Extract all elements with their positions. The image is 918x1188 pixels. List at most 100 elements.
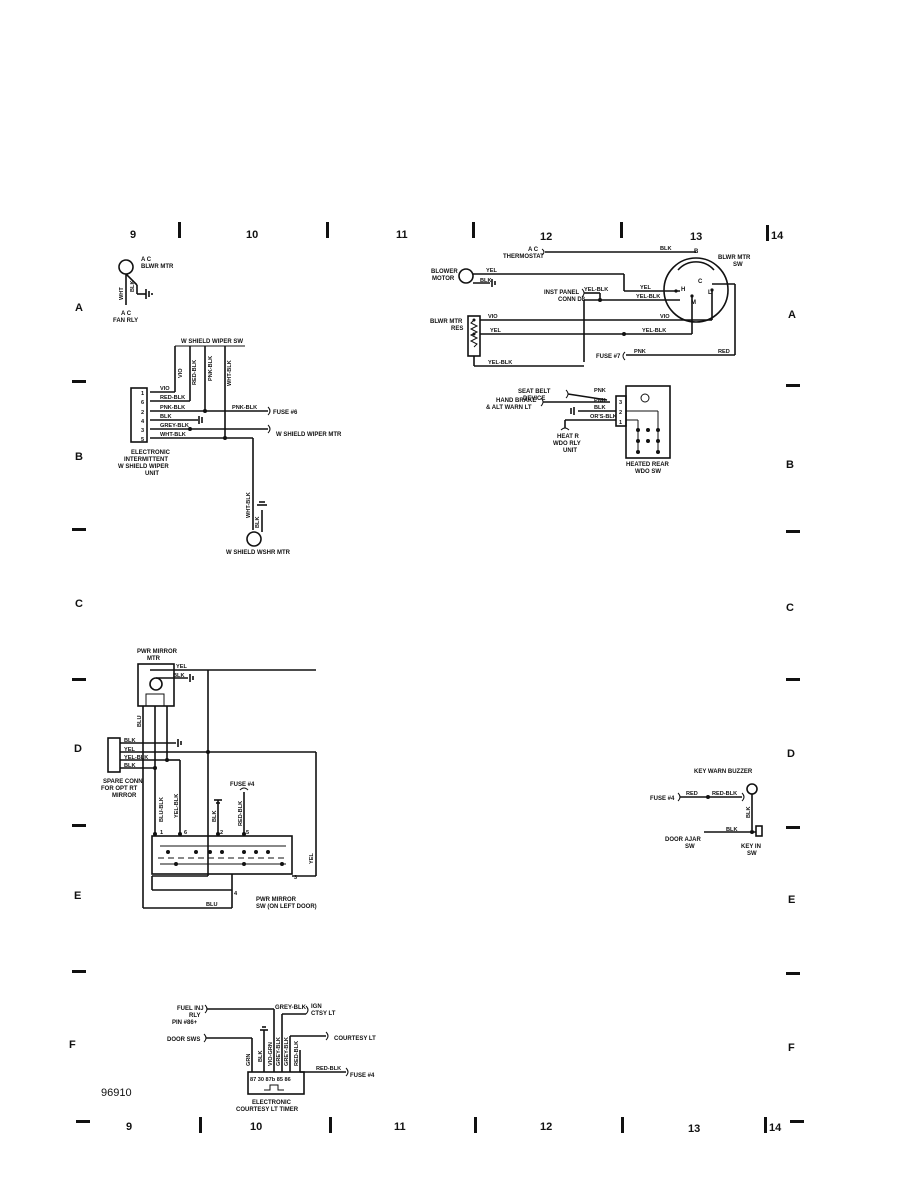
grid-col-12-bottom: 12 — [540, 1121, 552, 1133]
ground-icon — [570, 407, 575, 415]
spare-conn-label-2: FOR OPT RT — [101, 786, 138, 792]
wire-pnk-blk-wiper: PNK-BLK — [208, 356, 214, 381]
mirror-pin-2: 2 — [220, 830, 223, 836]
heated-pin-1: 1 — [619, 420, 622, 426]
grid-row-b: B — [75, 451, 83, 463]
grid-col-9-bottom: 9 — [126, 1121, 132, 1133]
grid-top: 9 10 11 12 13 14 — [130, 222, 784, 243]
grid-col-11: 11 — [396, 229, 408, 241]
grid-col-10: 10 — [246, 229, 258, 241]
wire-blk-mirror-gnd: BLK — [212, 811, 218, 823]
wire-yel-spare: YEL — [124, 747, 135, 753]
heat-r-label-3: UNIT — [563, 448, 577, 454]
wire-yel-blower: YEL — [486, 268, 497, 274]
blwr-mtr-sw-label-1: BLWR MTR — [718, 255, 751, 261]
hand-brake-label-1: HAND BRAKE — [496, 398, 536, 404]
ign-ctsy-label-1: IGN — [311, 1004, 322, 1010]
wiper-unit-label-1: ELECTRONIC — [131, 450, 171, 456]
courtesy-lt-label: COURTESY LT — [334, 1036, 376, 1042]
grid-col-13: 13 — [690, 231, 702, 243]
blower-circuit: A C THERMOSTAT BLK BLOWER MOTOR YEL BLK … — [430, 246, 751, 367]
ground-icon — [198, 416, 203, 424]
pin-3: 3 — [141, 428, 144, 434]
res-label-1: BLWR MTR — [430, 319, 463, 325]
grid-rows-right: A B C D E F — [786, 309, 800, 1054]
wire-blk-spare-2: BLK — [124, 763, 136, 769]
wire-blu-mirror: BLU — [137, 716, 143, 728]
wire-vio-pin1: VIO — [160, 386, 170, 392]
wire-blk-door-ajar: BLK — [726, 827, 738, 833]
wshr-mtr-label: W SHIELD WSHR MTR — [226, 550, 291, 556]
wire-ors-blk: OR'S-BLK — [590, 414, 617, 420]
fuse-6-label: FUSE #6 — [273, 410, 298, 416]
blower-motor-symbol — [458, 268, 474, 284]
blower-motor-label-1: BLOWER — [431, 269, 458, 275]
mirror-pin-4: 4 — [234, 891, 238, 897]
grid-row-d-right: D — [787, 748, 795, 760]
wire-blk-wshr: BLK — [255, 517, 261, 529]
key-warn-buzzer-label: KEY WARN BUZZER — [694, 769, 753, 775]
grid-bottom: 9 10 11 12 13 14 — [76, 1117, 804, 1135]
wire-blk-heat: BLK — [594, 405, 606, 411]
door-sws-label: DOOR SWS — [167, 1037, 200, 1043]
wire-blk-mirror: BLK — [173, 673, 185, 679]
wire-pnk-1: PNK — [594, 388, 606, 394]
wire-pnk-blk-fuse6: PNK-BLK — [232, 405, 257, 411]
wire-blk: BLK — [130, 281, 136, 293]
key-in-label-1: KEY IN — [741, 844, 761, 850]
ground-icon — [189, 674, 194, 682]
grid-col-14-bottom: 14 — [769, 1122, 782, 1134]
wire-blk-timer: BLK — [258, 1051, 264, 1063]
wiper-unit-label-2: INTERMITTENT — [124, 457, 168, 463]
pwr-mirror-switch-box — [151, 835, 293, 875]
buzzer-symbol — [746, 783, 758, 795]
washer-motor-symbol — [246, 531, 262, 547]
hand-brake-label-2: & ALT WARN LT — [486, 405, 532, 411]
courtesy-timer-circuit: FUEL INJ RLY PIN #86+ GREY-BLK IGN CTSY … — [167, 1004, 376, 1113]
res-label-2: RES — [451, 326, 463, 332]
sw-terminal-l: L — [708, 290, 712, 296]
key-warn-buzzer-circuit: KEY WARN BUZZER FUSE #4 RED RED-BLK BLK … — [650, 769, 763, 857]
wiper-mtr-label: W SHIELD WIPER MTR — [276, 432, 342, 438]
wire-red-blk-pin6: RED-BLK — [160, 395, 185, 401]
seat-belt-label-1: SEAT BELT — [518, 389, 551, 395]
wire-wht: WHT — [119, 287, 125, 300]
fuel-inj-label-1: FUEL INJ — [177, 1006, 204, 1012]
wire-wht-blk-pin5: WHT-BLK — [160, 432, 186, 438]
blwr-mtr-sw-label-2: SW — [733, 262, 743, 268]
mirror-mtr-label-1: PWR MIRROR — [137, 649, 178, 655]
wire-vio-res: VIO — [488, 314, 498, 320]
wire-vio-wiper: VIO — [178, 368, 184, 378]
wire-yel-mirror: YEL — [176, 664, 187, 670]
fuse-4-label-buzzer: FUSE #4 — [650, 796, 675, 802]
grid-row-e-right: E — [788, 894, 795, 906]
sw-terminal-c: C — [698, 279, 703, 285]
wire-yel-blk-mirror: YEL-BLK — [174, 794, 180, 818]
mirror-sw-label-2: SW (ON LEFT DOOR) — [256, 904, 317, 910]
timer-label-2: COURTESY LT TIMER — [236, 1107, 299, 1113]
mirror-pin-5: 5 — [246, 830, 249, 836]
grid-row-d: D — [74, 743, 82, 755]
wire-grey-blk-ign: GREY-BLK — [275, 1005, 307, 1011]
spare-connector — [107, 737, 121, 773]
wire-red-blk-wiper: RED-BLK — [192, 360, 198, 385]
wiper-unit-connector — [130, 387, 148, 443]
wire-red-blk-buzzer: RED-BLK — [712, 791, 737, 797]
fuel-inj-label-3: PIN #86+ — [172, 1020, 198, 1026]
heated-sw-label-2: WDO SW — [635, 469, 661, 475]
ign-ctsy-label-2: CTSY LT — [311, 1011, 336, 1017]
courtesy-timer-box — [247, 1071, 305, 1095]
grid-row-b-right: B — [786, 459, 794, 471]
wire-blk-spare: BLK — [124, 738, 136, 744]
wire-yel-blk-res: YEL-BLK — [642, 328, 666, 334]
wire-blk-pin4: BLK — [160, 414, 172, 420]
blwr-mtr-switch-symbol — [663, 257, 729, 323]
fuse-7-label: FUSE #7 — [596, 354, 621, 360]
wire-blk-buzzer: BLK — [746, 807, 752, 819]
pin-4: 4 — [141, 419, 145, 425]
wire-red-blk-fuse4: RED-BLK — [316, 1066, 341, 1072]
heated-pin-2: 2 — [619, 410, 622, 416]
mirror-pin-6: 6 — [184, 830, 187, 836]
grid-row-f-right: F — [788, 1042, 795, 1054]
ground-icon — [257, 501, 267, 506]
